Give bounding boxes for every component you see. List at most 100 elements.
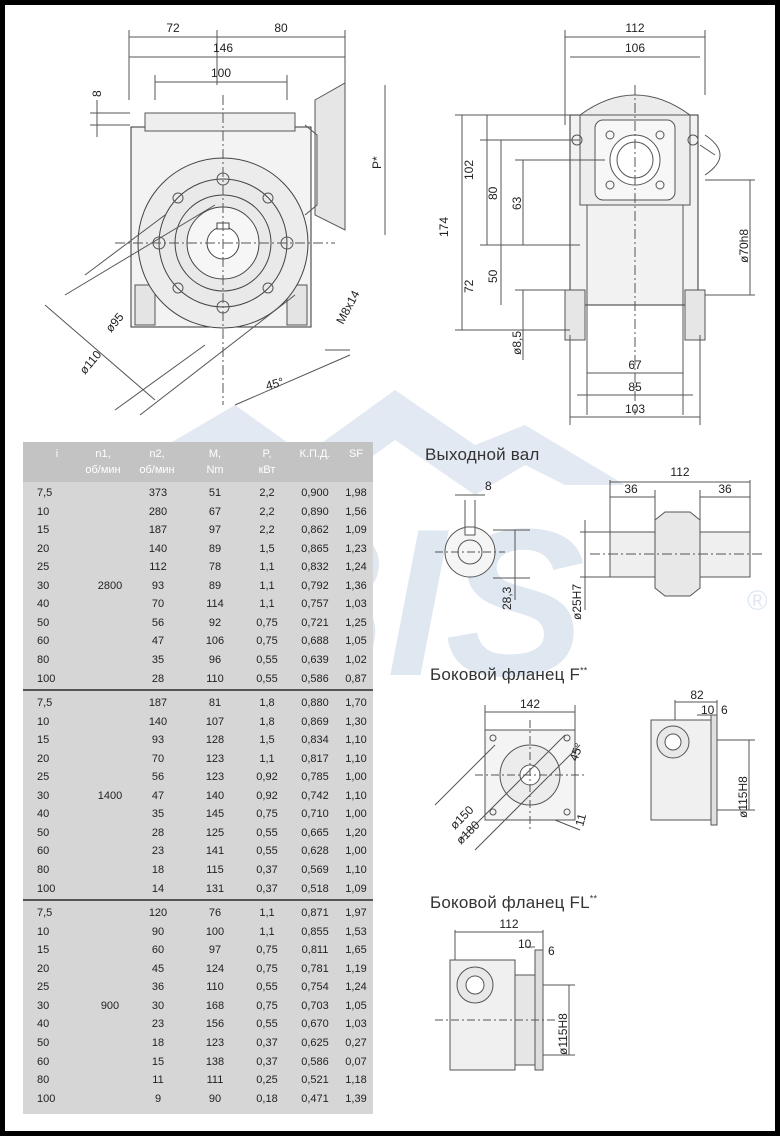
power-cell: 1,8 <box>259 697 275 710</box>
efficiency-cell: 0,865 <box>301 542 329 555</box>
efficiency-cell: 0,688 <box>301 635 329 648</box>
column-header-line1: К.П.Д. <box>299 448 331 460</box>
n2-cell: 23 <box>151 1018 165 1031</box>
power-cell: 0,25 <box>256 1074 278 1087</box>
ratio-cell: 25 <box>37 561 50 574</box>
ratio-cell: 15 <box>37 944 50 957</box>
ratio-cell: 60 <box>37 845 50 858</box>
power-cell: 0,37 <box>256 882 278 895</box>
n2-cell: 36 <box>151 981 165 994</box>
watermark-mark: ® <box>747 585 768 616</box>
power-cell: 0,55 <box>256 981 278 994</box>
dim-67: 67 <box>628 358 642 372</box>
sf-cell: 1,05 <box>345 999 367 1012</box>
power-cell: 1,1 <box>259 752 275 765</box>
power-cell: 0,55 <box>256 1018 278 1031</box>
power-cell: 0,92 <box>256 789 278 802</box>
efficiency-cell: 0,785 <box>301 771 329 784</box>
torque-cell: 115 <box>206 864 224 876</box>
n2-cell: 14 <box>151 882 165 895</box>
ratio-cell: 10 <box>37 925 50 938</box>
torque-cell: 141 <box>205 845 225 858</box>
torque-cell: 145 <box>205 808 225 821</box>
n2-cell: 90 <box>151 925 165 938</box>
flange-fl-title-text: Боковой фланец FL <box>430 893 590 912</box>
n2-cell: 9 <box>154 1092 162 1105</box>
power-cell: 0,55 <box>256 845 278 858</box>
dim-8: 8 <box>90 90 104 97</box>
ratio-cell: 60 <box>37 635 50 648</box>
ratio-cell: 50 <box>37 1036 50 1049</box>
column-header: M,Nm <box>185 446 245 478</box>
dim-36-right: 36 <box>718 482 732 496</box>
torque-cell: 76 <box>208 907 222 920</box>
output-shaft-title: Выходной вал <box>425 445 540 464</box>
ratio-cell: 80 <box>37 1074 50 1087</box>
power-cell: 0,75 <box>256 616 278 629</box>
efficiency-cell: 0,721 <box>301 616 329 629</box>
ratio-cell: 80 <box>37 653 50 666</box>
n2-cell: 18 <box>151 864 165 876</box>
dim-8: 8 <box>485 479 492 493</box>
efficiency-cell: 0,665 <box>301 826 329 839</box>
sf-cell: 1,09 <box>345 882 367 895</box>
dim-28-3: 28,3 <box>500 586 514 610</box>
torque-cell: 123 <box>205 771 225 784</box>
torque-cell: 67 <box>208 505 222 518</box>
efficiency-cell: 0,521 <box>301 1074 329 1087</box>
dim-102: 102 <box>462 160 476 180</box>
sf-cell: 1,00 <box>345 845 367 858</box>
dim-d25h7: ø25H7 <box>570 584 584 620</box>
sf-cell: 1,03 <box>345 598 367 611</box>
torque-cell: 90 <box>208 1092 222 1105</box>
sf-cell: 1,97 <box>345 907 367 920</box>
sf-cell: 1,24 <box>345 561 367 574</box>
ratio-cell: 60 <box>37 1055 50 1068</box>
ratio-cell: 25 <box>37 981 50 994</box>
power-cell: 1,5 <box>259 734 275 747</box>
sf-cell: 1,09 <box>345 524 367 537</box>
sf-cell: 1,25 <box>345 616 367 629</box>
torque-cell: 125 <box>205 826 225 839</box>
efficiency-cell: 0,628 <box>301 845 329 858</box>
efficiency-cell: 0,742 <box>301 789 329 802</box>
torque-cell: 89 <box>208 542 222 555</box>
efficiency-cell: 0,569 <box>301 864 329 876</box>
column-header: К.П.Д. <box>285 446 345 462</box>
dim-80: 80 <box>486 186 500 200</box>
torque-cell: 97 <box>208 524 222 537</box>
power-cell: 1,1 <box>259 907 275 920</box>
n2-cell: 70 <box>151 598 165 611</box>
sf-cell: 1,00 <box>345 771 367 784</box>
group-separator <box>23 899 373 902</box>
n1-group-value: 900 <box>100 999 120 1012</box>
ratio-cell: 100 <box>37 672 56 685</box>
efficiency-cell: 0,811 <box>301 944 329 957</box>
n1-group-value: 1400 <box>97 789 123 802</box>
ratio-cell: 20 <box>37 542 50 555</box>
dim-72: 72 <box>166 21 180 35</box>
power-cell: 2,2 <box>259 505 275 518</box>
efficiency-cell: 0,834 <box>301 734 329 747</box>
sf-cell: 1,36 <box>345 579 367 592</box>
efficiency-cell: 0,471 <box>301 1092 329 1105</box>
dim-146: 146 <box>213 41 233 55</box>
column-header: n2,об/мин <box>127 446 187 478</box>
flange-fl-title: Боковой фланец FL** <box>430 893 597 913</box>
column-header-line1: n2, <box>149 448 165 460</box>
dim-d8-5: ø8,5 <box>510 331 524 355</box>
dim-142: 142 <box>520 697 540 711</box>
sf-cell: 1,98 <box>345 487 367 499</box>
